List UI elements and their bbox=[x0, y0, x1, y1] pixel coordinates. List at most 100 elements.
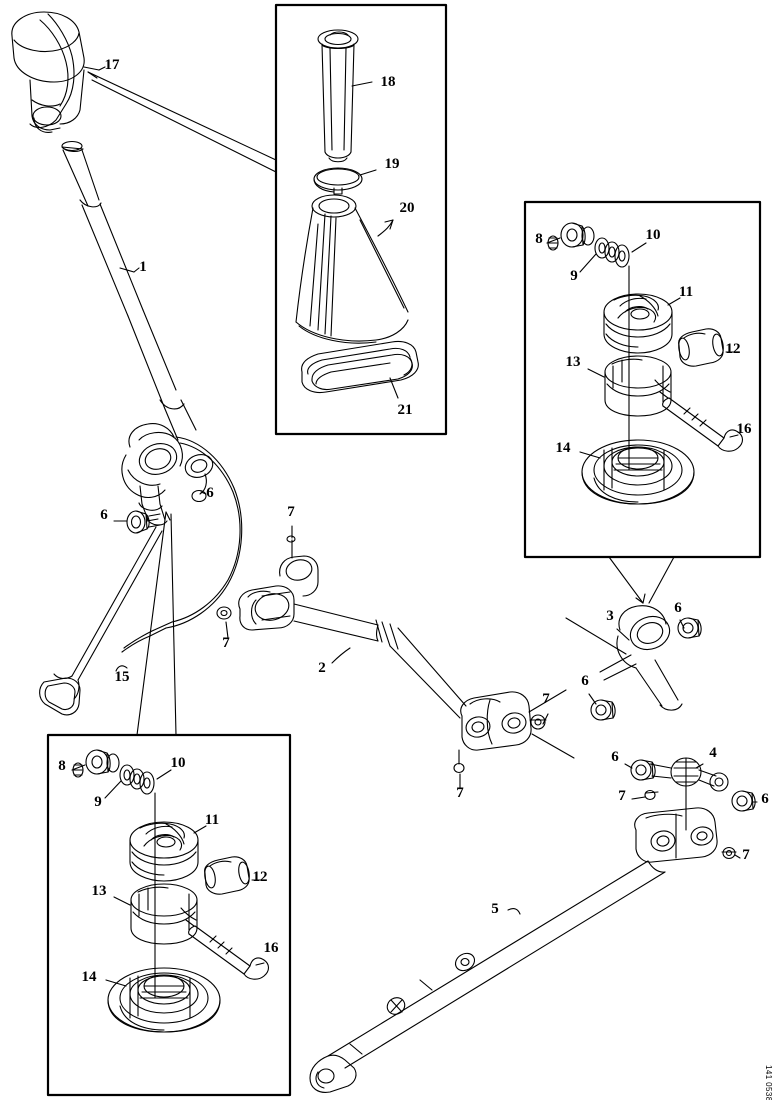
callout-leader-13 bbox=[587, 368, 605, 378]
callout-leader-14 bbox=[579, 451, 601, 459]
callout-number-bush-sleeve: 12 bbox=[726, 341, 741, 357]
leader-inset-right-to-part3 bbox=[608, 556, 675, 604]
callout-number-spring-clip: 8 bbox=[535, 231, 543, 247]
callout-leader-7e bbox=[631, 796, 646, 800]
callout-number-spring-washer: 10 bbox=[646, 227, 661, 243]
callout-leader-10b bbox=[156, 769, 172, 780]
callout-leader-7c bbox=[542, 713, 549, 725]
callout-number-spring-seat: 14 bbox=[556, 440, 572, 456]
callout-number-washer: 9 bbox=[570, 268, 578, 284]
callout-number-retaining-ring: 19 bbox=[385, 156, 400, 172]
callout-leader-2 bbox=[331, 647, 351, 664]
leader-housing-to-inset-left bbox=[136, 511, 177, 736]
diagram-watermark: 141 0538 bbox=[764, 1065, 773, 1100]
callout-number-gear-shift-knob: 17 bbox=[105, 57, 121, 73]
callout-leader-4 bbox=[695, 763, 704, 769]
callout-number-washer: 9 bbox=[94, 794, 102, 810]
part-12-bush-sleeve bbox=[678, 328, 724, 367]
callout-number-bush-sleeve: 12 bbox=[253, 869, 268, 885]
callout-leader-7f bbox=[734, 854, 741, 859]
callout-number-shift-joint-yoke: 3 bbox=[606, 608, 614, 624]
part-16-clamp-bolt bbox=[662, 397, 744, 452]
callout-number-selector-cable-rod: 15 bbox=[115, 669, 130, 685]
callout-leader-13b bbox=[113, 896, 131, 906]
shift-lever-housing bbox=[121, 423, 243, 653]
part-19-retaining-ring bbox=[313, 167, 363, 195]
callout-number-boot-retainer-frame: 21 bbox=[398, 402, 413, 418]
callout-number-clamp-bolt: 16 bbox=[737, 421, 753, 437]
part-12b-bush-sleeve bbox=[204, 856, 250, 895]
part-5-torque-reaction-rod bbox=[309, 789, 737, 1093]
callout-number-bolt: 7 bbox=[618, 788, 626, 804]
part-8-spring-clip bbox=[547, 235, 559, 251]
callout-leader-8b bbox=[71, 764, 86, 771]
part-21-boot-retainer-frame bbox=[301, 340, 419, 394]
callout-leader-17 bbox=[83, 66, 106, 71]
callout-leader-19 bbox=[359, 169, 377, 176]
callout-leader-1 bbox=[119, 267, 140, 273]
part-9b-washer bbox=[85, 749, 145, 790]
callout-number-bushing: 6 bbox=[761, 791, 769, 807]
callout-leader-6e bbox=[624, 763, 633, 769]
inset-boot-assembly bbox=[274, 3, 448, 436]
callout-leader-6d bbox=[588, 693, 597, 705]
callout-number-spring-clip: 8 bbox=[58, 758, 66, 774]
inset-bearing-left bbox=[46, 733, 292, 1097]
inset-bearing-right bbox=[523, 200, 762, 559]
rear-joint-bracket bbox=[453, 689, 575, 774]
callout-leader-3 bbox=[616, 628, 630, 641]
callout-leader-9b bbox=[104, 780, 122, 799]
callout-leader-21 bbox=[389, 377, 399, 399]
part-18-lever-sleeve bbox=[317, 29, 359, 163]
part-11b-pivot-ball-cap bbox=[129, 821, 199, 882]
callout-leader-16b bbox=[255, 962, 265, 966]
leader-knob-to-inset bbox=[87, 71, 277, 173]
callout-number-bushing: 6 bbox=[674, 600, 682, 616]
callout-number-spring-seat: 14 bbox=[82, 969, 98, 985]
callout-leader-15 bbox=[115, 665, 128, 672]
part-15-selector-cable-rod bbox=[39, 526, 163, 716]
callout-number-bolt: 7 bbox=[542, 691, 550, 707]
callout-number-pivot-ball-cap: 11 bbox=[679, 284, 693, 300]
part-2-shift-linkage-tube bbox=[216, 535, 467, 719]
part-17-gear-shift-knob bbox=[11, 11, 85, 133]
part-10b-spring-washer bbox=[139, 771, 155, 795]
callout-number-pivot-ball-cap: 11 bbox=[205, 812, 219, 828]
part-4-adjuster-joint bbox=[630, 757, 756, 831]
part-10-spring-washer bbox=[614, 244, 630, 268]
callout-number-bearing-ring: 13 bbox=[566, 354, 581, 370]
callout-number-gear-shift-boot: 20 bbox=[400, 200, 415, 216]
callout-number-bolt: 7 bbox=[456, 785, 464, 801]
callout-number-bushing: 6 bbox=[611, 749, 619, 765]
callout-number-adjuster-joint: 4 bbox=[709, 745, 717, 761]
callout-number-bolt: 7 bbox=[742, 847, 750, 863]
callout-number-bushing: 6 bbox=[100, 507, 108, 523]
part-13-bearing-ring bbox=[604, 355, 672, 417]
part-16b-clamp-bolt bbox=[188, 925, 270, 980]
callout-number-bolt: 7 bbox=[287, 504, 295, 520]
part-3-shift-joint-yoke bbox=[565, 605, 702, 721]
callout-leader-9 bbox=[579, 253, 597, 273]
part-13b-bearing-ring bbox=[130, 883, 198, 945]
callout-number-spring-washer: 10 bbox=[171, 755, 186, 771]
callout-leader-5 bbox=[507, 908, 521, 915]
callout-number-gear-shift-lever-rod: 1 bbox=[139, 259, 147, 275]
part-6a-bushing bbox=[126, 510, 161, 534]
callout-number-bushing: 6 bbox=[581, 673, 589, 689]
part-14b-spring-seat bbox=[107, 967, 221, 1033]
callout-number-bolt: 7 bbox=[222, 635, 230, 651]
callout-leader-11 bbox=[667, 297, 681, 306]
part-11-pivot-ball-cap bbox=[603, 293, 673, 354]
callout-number-lever-sleeve: 18 bbox=[381, 74, 396, 90]
callout-leader-6b bbox=[200, 491, 207, 495]
callout-number-torque-reaction-rod: 5 bbox=[491, 901, 499, 917]
part-1-gear-shift-lever-rod bbox=[61, 140, 197, 441]
callout-leader-18 bbox=[351, 81, 373, 87]
part-9-washer bbox=[560, 222, 620, 263]
callout-number-clamp-bolt: 16 bbox=[264, 940, 280, 956]
part-8b-spring-clip bbox=[72, 762, 84, 778]
